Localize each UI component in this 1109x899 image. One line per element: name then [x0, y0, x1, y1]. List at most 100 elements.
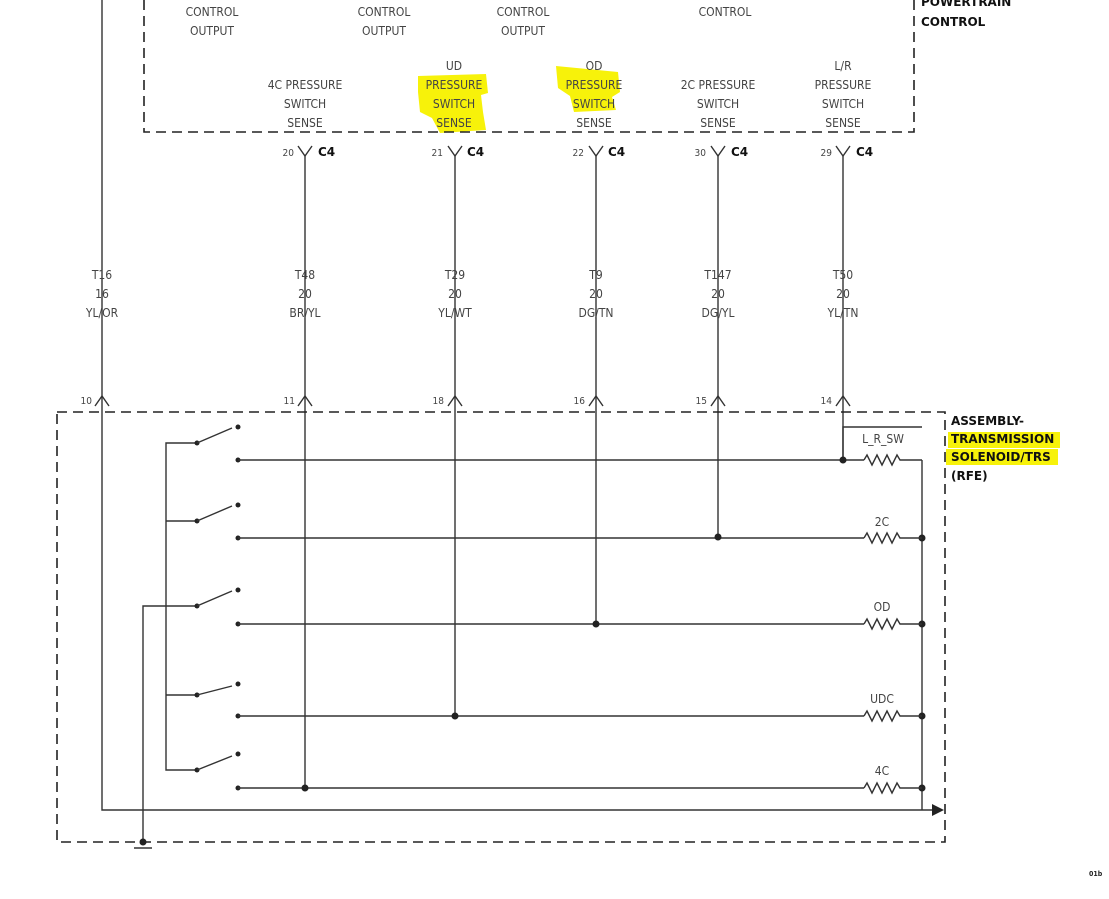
- highlights: [418, 66, 1060, 465]
- bottom-connector-16: 16: [574, 394, 604, 407]
- svg-text:20: 20: [589, 287, 603, 301]
- top-connector-4c: 20 C4: [283, 145, 336, 159]
- svg-text:UD: UD: [446, 59, 462, 73]
- resistor-2c: 2C: [863, 515, 922, 545]
- svg-text:TRANSMISSION: TRANSMISSION: [951, 432, 1054, 446]
- svg-text:SOLENOID/TRS: SOLENOID/TRS: [951, 450, 1051, 464]
- svg-text:15: 15: [696, 396, 707, 407]
- top-label-2: CONTROL OUTPUT: [358, 5, 411, 38]
- wire-label-t147: T147 20 DG/YL: [702, 268, 735, 320]
- svg-text:OUTPUT: OUTPUT: [501, 24, 545, 38]
- top-connector-lr: 29 C4: [821, 145, 874, 159]
- svg-text:ASSEMBLY-: ASSEMBLY-: [951, 414, 1024, 428]
- svg-text:20: 20: [836, 287, 850, 301]
- resistor-4c: 4C: [863, 764, 922, 795]
- resistor-lr: L_R_SW: [862, 432, 922, 467]
- arrow-head: [932, 804, 944, 816]
- svg-text:16: 16: [95, 287, 109, 301]
- highlight-assembly-2: [946, 449, 1058, 465]
- svg-text:SENSE: SENSE: [576, 116, 612, 130]
- sense-label-lr: L/R PRESSURE SWITCH SENSE: [815, 59, 872, 130]
- top-connector-2c: 30 C4: [695, 145, 749, 159]
- svg-text:UDC: UDC: [870, 692, 894, 706]
- svg-text:11: 11: [284, 396, 295, 407]
- svg-text:OD: OD: [874, 600, 891, 614]
- svg-text:(RFE): (RFE): [951, 469, 988, 483]
- svg-text:SENSE: SENSE: [700, 116, 736, 130]
- svg-text:BR/YL: BR/YL: [289, 306, 320, 320]
- svg-text:YL/WT: YL/WT: [437, 306, 472, 320]
- switch-ud: [194, 681, 241, 719]
- assembly-title: ASSEMBLY- TRANSMISSION SOLENOID/TRS (RFE…: [951, 414, 1054, 483]
- svg-text:T147: T147: [703, 268, 731, 282]
- svg-text:OUTPUT: OUTPUT: [362, 24, 406, 38]
- resistor-od: OD: [863, 600, 922, 631]
- svg-text:L_R_SW: L_R_SW: [862, 432, 904, 446]
- switch-bus-lower: [142, 605, 197, 842]
- svg-text:YL/TN: YL/TN: [827, 306, 859, 320]
- svg-text:CONTROL: CONTROL: [186, 5, 239, 19]
- svg-text:SENSE: SENSE: [287, 116, 323, 130]
- svg-text:22: 22: [573, 148, 584, 159]
- wire-label-t50: T50 20 YL/TN: [827, 268, 859, 320]
- svg-text:SWITCH: SWITCH: [284, 97, 326, 111]
- svg-text:L/R: L/R: [834, 59, 852, 73]
- svg-text:SENSE: SENSE: [436, 116, 472, 130]
- svg-text:10: 10: [81, 396, 93, 407]
- switch-bus-taps: [166, 520, 197, 696]
- svg-text:T16: T16: [91, 268, 112, 282]
- sense-label-4c: 4C PRESSURE SWITCH SENSE: [268, 78, 343, 130]
- svg-text:YL/OR: YL/OR: [85, 306, 119, 320]
- switch-2c: [194, 502, 241, 541]
- highlight-od: [556, 66, 620, 112]
- svg-text:16: 16: [574, 396, 586, 407]
- svg-text:C4: C4: [731, 145, 748, 159]
- svg-text:C4: C4: [318, 145, 335, 159]
- svg-text:20: 20: [298, 287, 312, 301]
- switch-lr: [194, 424, 241, 463]
- bottom-connector-10: 10: [81, 394, 110, 407]
- svg-text:PRESSURE: PRESSURE: [566, 78, 623, 92]
- top-label-4: CONTROL: [699, 5, 752, 19]
- svg-text:PRESSURE: PRESSURE: [815, 78, 872, 92]
- solenoid-lines: [238, 426, 923, 810]
- svg-text:T48: T48: [294, 268, 315, 282]
- svg-text:OUTPUT: OUTPUT: [190, 24, 234, 38]
- svg-text:C4: C4: [856, 145, 873, 159]
- sense-label-2c: 2C PRESSURE SWITCH SENSE: [681, 78, 756, 130]
- svg-text:SENSE: SENSE: [825, 116, 861, 130]
- svg-text:21: 21: [432, 148, 443, 159]
- svg-text:CONTROL: CONTROL: [699, 5, 752, 19]
- switch-4c: [194, 751, 241, 791]
- svg-text:SWITCH: SWITCH: [822, 97, 864, 111]
- top-label-3: CONTROL OUTPUT: [497, 5, 550, 38]
- svg-text:C4: C4: [608, 145, 625, 159]
- svg-text:4C PRESSURE: 4C PRESSURE: [268, 78, 343, 92]
- top-connector-od: 22 C4: [573, 145, 626, 159]
- assembly-box: [56, 411, 946, 843]
- vertical-wires: [101, 0, 932, 811]
- svg-text:OD: OD: [586, 59, 603, 73]
- wire-label-t29: T29 20 YL/WT: [437, 268, 472, 320]
- svg-text:PRESSURE: PRESSURE: [426, 78, 483, 92]
- sense-label-od: OD PRESSURE SWITCH SENSE: [566, 59, 623, 130]
- svg-text:DG/TN: DG/TN: [579, 306, 614, 320]
- highlight-assembly-1: [948, 432, 1060, 448]
- bottom-connector-14: 14: [821, 394, 851, 407]
- svg-text:SWITCH: SWITCH: [697, 97, 739, 111]
- bottom-connector-15: 15: [696, 394, 726, 407]
- sense-label-ud: UD PRESSURE SWITCH SENSE: [426, 59, 483, 130]
- wire-t16: [101, 0, 932, 811]
- svg-text:C4: C4: [467, 145, 484, 159]
- bottom-connector-11: 11: [284, 394, 313, 407]
- svg-text:2C PRESSURE: 2C PRESSURE: [681, 78, 756, 92]
- ground-icon: [134, 838, 152, 849]
- svg-text:T50: T50: [832, 268, 853, 282]
- svg-text:DG/YL: DG/YL: [702, 306, 735, 320]
- svg-text:18: 18: [433, 396, 445, 407]
- wire-label-t16: T16 16 YL/OR: [85, 268, 119, 320]
- svg-text:2C: 2C: [875, 515, 889, 529]
- svg-text:POWERTRAIN: POWERTRAIN: [921, 0, 1011, 9]
- svg-text:CONTROL: CONTROL: [358, 5, 411, 19]
